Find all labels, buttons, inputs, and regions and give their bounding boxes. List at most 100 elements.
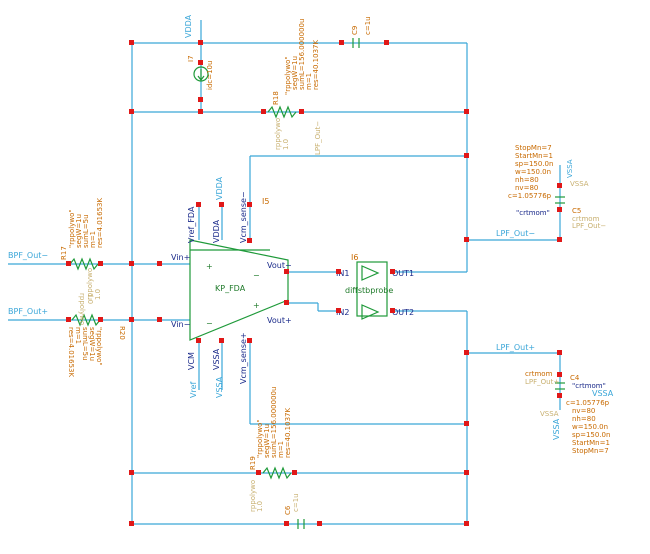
svg-text:"crtmom": "crtmom" [516,209,550,217]
svg-text:VSSA: VSSA [570,180,589,188]
svg-text:rppolywo: rppolywo [274,118,282,150]
c6-instance: C6 [284,505,292,515]
pin-vin-plus: Vin+ [171,253,190,262]
probe-pin-out2: OUT2 [392,308,414,317]
net-vssa-fda: VSSA [215,376,224,398]
svg-text:segW=1u: segW=1u [88,327,96,361]
pin-vcm: VCM [187,352,196,370]
svg-text:1.0: 1.0 [256,501,264,512]
svg-text:w=150.0n: w=150.0n [515,168,551,176]
pin-vcm-sense-plus: Vcm_sense+ [239,332,248,384]
svg-text:C4: C4 [570,374,580,382]
svg-text:sumL=156.000000u: sumL=156.000000u [298,19,306,90]
svg-text:sp=150.0n: sp=150.0n [572,431,610,439]
svg-text:res=40.1037K: res=40.1037K [312,40,320,90]
svg-text:1.0: 1.0 [86,293,94,304]
svg-text:−: − [253,271,260,280]
pin-vssa: VSSA [212,348,221,370]
svg-text:R20: R20 [118,326,126,340]
svg-text:c=1.05776p: c=1.05776p [566,399,610,407]
svg-text:m=1: m=1 [89,231,97,248]
svg-text:VSSA: VSSA [540,410,559,418]
svg-text:StopMn=7: StopMn=7 [515,144,552,152]
svg-text:crtmom: crtmom [572,215,600,223]
svg-text:1.0: 1.0 [94,289,102,300]
net-bpf-out-plus[interactable]: BPF_Out+ [8,307,48,316]
svg-text:segW=1u: segW=1u [291,56,299,90]
fda-label: KP_FDA [215,284,246,293]
net-vdda-top: VDDA [184,14,193,38]
pin-vdda: VDDA [212,219,221,243]
probe-instance: I6 [351,253,358,262]
net-vssa-c4: VSSA [592,389,614,398]
svg-text:c=1.05776p: c=1.05776p [508,192,552,200]
c9-param: c=1u [364,16,372,35]
current-source-i7[interactable] [193,66,209,82]
svg-text:C5: C5 [572,207,581,215]
net-vref: Vref [189,381,198,398]
pin-vref-fda: Vref_FDA [187,206,196,243]
c9-instance: C9 [351,26,359,35]
capacitor-c4[interactable] [555,382,565,390]
svg-text:res=4.01653K: res=4.01653K [96,198,104,248]
fda-instance: I5 [262,197,269,206]
svg-text:1.0: 1.0 [282,139,290,150]
probe-pin-in2: IN2 [336,308,349,317]
probe-label: diffstbprobe [345,286,393,295]
net-lpf-out-plus[interactable]: LPF_Out+ [496,343,535,352]
pin-vout-plus: Vout+ [267,316,292,325]
capacitor-c9[interactable] [352,38,360,48]
svg-text:segW=1u: segW=1u [75,214,83,248]
svg-text:segW=1u: segW=1u [263,424,271,458]
pin-vcm-sense-minus: Vcm_sense− [239,191,248,243]
svg-text:−: − [206,319,213,328]
svg-text:R17: R17 [60,246,68,260]
r19-labels: R19 "rppolywo" segW=1u sumL=156.000000u … [249,387,292,512]
capacitor-c5[interactable] [555,196,565,204]
r20-labels: R20 "rppolywo" segW=1u sumL=5u m=1 res=4… [67,293,126,377]
svg-text:"rppolywo": "rppolywo" [256,419,264,458]
svg-text:LPF_Out−: LPF_Out− [572,222,606,230]
svg-text:nv=80: nv=80 [572,407,595,415]
resistor-r18[interactable] [267,105,297,119]
svg-text:+: + [206,262,213,271]
probe-pin-out1: OUT1 [392,269,414,278]
pin-vin-minus: Vin− [171,320,190,329]
svg-text:rppolywo: rppolywo [86,268,94,300]
svg-text:crtmom: crtmom [525,370,553,378]
svg-text:"rppolywo": "rppolywo" [95,327,103,366]
svg-text:"rppolywo": "rppolywo" [68,209,76,248]
svg-text:m=1: m=1 [277,441,285,458]
net-bpf-out-minus[interactable]: BPF_Out− [8,251,48,260]
svg-text:sumL=5u: sumL=5u [81,327,89,361]
svg-text:w=150.0n: w=150.0n [572,423,608,431]
svg-text:nh=80: nh=80 [572,415,596,423]
svg-text:res=40.1037K: res=40.1037K [284,408,292,458]
c6-param: c=1u [292,493,300,512]
resistor-r17[interactable] [69,257,99,271]
svg-text:nv=80: nv=80 [515,184,538,192]
svg-text:sp=150.0n: sp=150.0n [515,160,553,168]
probe-pin-in1: IN1 [336,269,349,278]
i7-param: idc=10u [206,61,214,90]
resistor-r19[interactable] [262,466,292,480]
capacitor-c6[interactable] [297,519,305,529]
net-lpf-out-minus[interactable]: LPF_Out− [496,229,535,238]
svg-text:m=1: m=1 [305,73,313,90]
svg-text:LPF_Out+: LPF_Out+ [525,378,559,386]
diffstbprobe-symbol[interactable] [356,261,388,320]
net-vssa-c4-left: VSSA [552,418,561,440]
net-vdda-fda: VDDA [215,176,224,200]
resistor-r20[interactable] [71,313,101,327]
svg-text:R19: R19 [249,456,257,470]
net-vssa-c5: VSSA [566,159,574,178]
r18-labels: R18 "rppolywo" segW=1u sumL=156.000000u … [272,19,320,150]
svg-text:StartMn=1: StartMn=1 [572,439,610,447]
svg-text:StopMn=7: StopMn=7 [572,447,609,455]
svg-text:+: + [253,301,260,310]
i7-instance: I7 [187,55,195,62]
svg-text:"crtmom": "crtmom" [572,382,606,390]
c4-labels: C4 crtmom LPF_Out+ "crtmom" c=1.05776p n… [525,370,610,455]
